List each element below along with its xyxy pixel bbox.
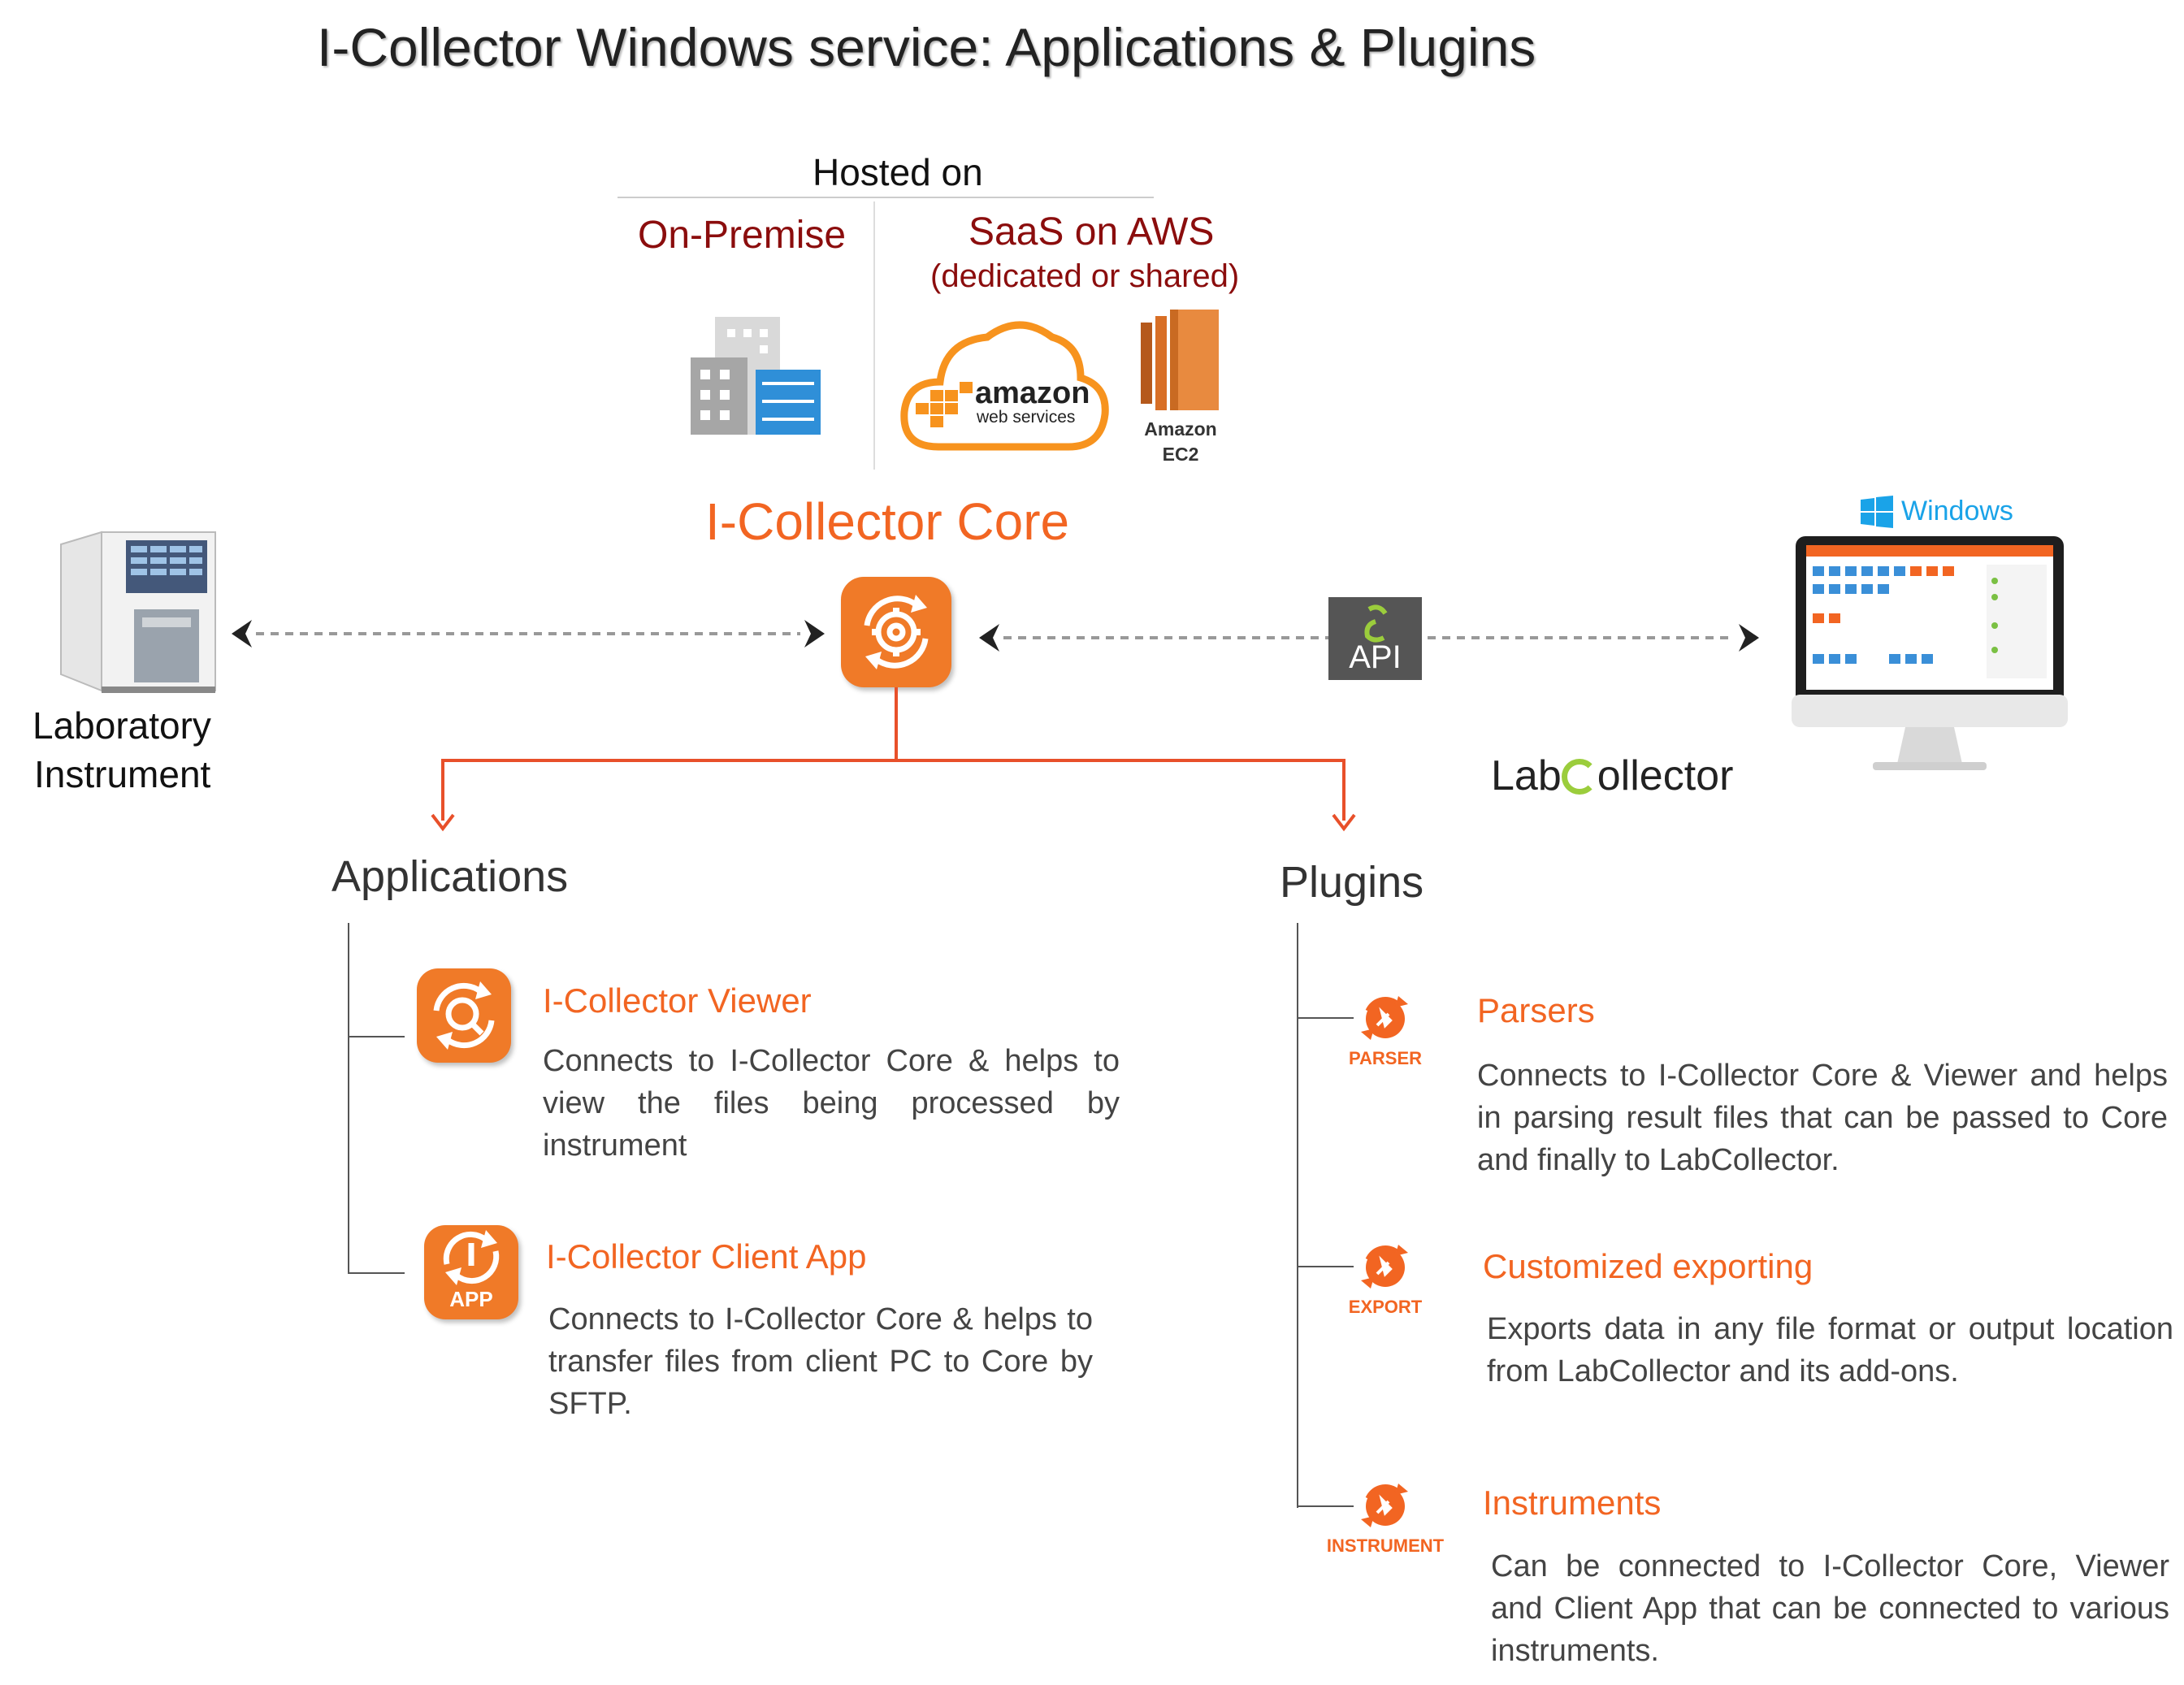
applications-tree-branch-2	[348, 1272, 405, 1274]
applications-tree-branch-1	[348, 1036, 405, 1037]
viewer-title: I-Collector Viewer	[543, 981, 812, 1020]
export-title: Customized exporting	[1483, 1247, 1814, 1285]
viewer-app-icon[interactable]	[417, 968, 511, 1063]
plugins-tree-branch-2	[1297, 1266, 1354, 1267]
export-plug-icon	[1361, 1245, 1408, 1289]
saas-title: SaaS on AWS	[968, 210, 1215, 253]
labcollector-logo-left: Lab	[1491, 752, 1562, 799]
core-branch-line	[441, 759, 1346, 762]
plugins-tree-branch-1	[1297, 1017, 1354, 1019]
ec2-label-line1: Amazon	[1144, 418, 1217, 440]
core-title: I-Collector Core	[705, 492, 1070, 551]
parser-plug-icon	[1361, 996, 1408, 1040]
export-description: Exports data in any file format or outpu…	[1487, 1312, 2173, 1388]
api-label: API	[1349, 639, 1402, 675]
plugins-branch-line	[1342, 759, 1346, 821]
parsers-description: Connects to I-Collector Core & Viewer an…	[1477, 1059, 2168, 1177]
core-icon[interactable]	[841, 577, 951, 687]
viewer-description: Connects to I-Collector Core & helps to …	[543, 1044, 1120, 1163]
instrument-plug-icon	[1361, 1484, 1408, 1527]
gear-sync-icon	[864, 595, 929, 669]
lab-instrument-icon	[60, 531, 216, 693]
hosted-on-heading: Hosted on	[812, 151, 983, 193]
power-sync-icon	[443, 1230, 500, 1285]
applications-arrow-icon	[431, 813, 455, 832]
ec2-icon	[1141, 310, 1219, 410]
ec2-label-line2: EC2	[1162, 444, 1199, 465]
saas-subtitle: (dedicated or shared)	[930, 258, 1240, 294]
parser-tag: PARSER	[1348, 1048, 1423, 1068]
labcollector-c-icon	[1561, 759, 1597, 795]
client-app-icon-label: APP	[449, 1287, 493, 1311]
applications-heading: Applications	[332, 852, 569, 901]
page-title: I-Collector Windows service: Application…	[317, 17, 1536, 77]
parsers-title: Parsers	[1477, 991, 1595, 1029]
instruments-description: Can be connected to I-Collector Core, Vi…	[1491, 1549, 2169, 1668]
plugins-tree-line	[1297, 923, 1298, 1508]
client-app-title: I-Collector Client App	[546, 1237, 867, 1276]
instrument-tag: INSTRUMENT	[1326, 1536, 1445, 1556]
instruments-title: Instruments	[1483, 1484, 1662, 1522]
windows-logo-icon	[1861, 496, 1893, 528]
api-badge[interactable]: API	[1328, 597, 1422, 680]
aws-logo-subtext: web services	[977, 408, 1076, 427]
lab-instrument-label-line1: Laboratory	[32, 704, 211, 747]
on-premise-label: On-Premise	[638, 214, 847, 257]
core-stem-line	[895, 687, 898, 760]
aws-logo-text: amazon	[975, 376, 1090, 410]
windows-label: Windows	[1901, 496, 2013, 526]
monitor-icon	[1792, 536, 2068, 770]
instrument-core-connector	[232, 620, 825, 648]
hosted-divider-horizontal	[618, 197, 1154, 198]
lab-instrument-label-line2: Instrument	[34, 753, 211, 795]
building-icon	[691, 317, 821, 435]
aws-cloud-icon	[900, 321, 1109, 451]
magnifier-sync-icon	[433, 981, 495, 1050]
plugins-arrow-icon	[1332, 813, 1356, 832]
labcollector-logo: Lab ollector	[1491, 752, 1733, 800]
client-app-icon[interactable]: APP	[424, 1225, 518, 1319]
plugins-tree-branch-3	[1297, 1505, 1354, 1507]
applications-tree-line	[348, 923, 349, 1274]
applications-branch-line	[441, 759, 444, 821]
labcollector-flask-icon	[1364, 604, 1388, 643]
plugins-heading: Plugins	[1280, 858, 1424, 907]
client-app-description: Connects to I-Collector Core & helps to …	[548, 1302, 1093, 1421]
export-tag: EXPORT	[1348, 1297, 1423, 1317]
labcollector-logo-right: ollector	[1597, 752, 1734, 799]
hosted-divider-vertical	[873, 201, 875, 470]
